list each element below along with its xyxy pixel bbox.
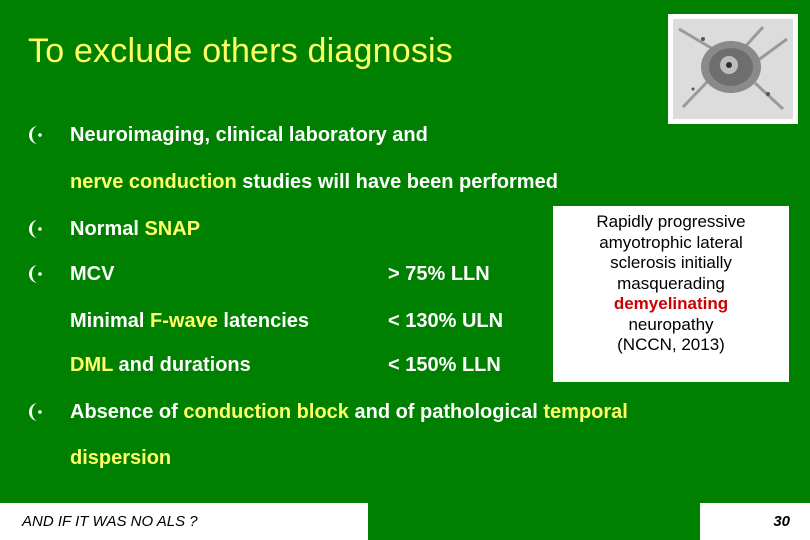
callout-citation: (NCCN, 2013) [617,335,725,354]
highlight-dispersion: dispersion [70,447,172,469]
highlight-nerve-conduction: nerve conduction [70,171,237,193]
callout-demyelinating: demyelinating [613,294,729,313]
neuron-micrograph-icon [673,19,793,119]
footer-note-box: AND IF IT WAS NO ALS ? [0,503,368,540]
callout-line: neuropathy [628,314,714,334]
mcv-label: MCV [70,263,115,285]
bullet-neuroimaging-line2: nerve conduction studies will have been … [70,171,558,194]
page-number: 30 [773,513,790,530]
slide-title: To exclude others diagnosis [28,32,453,70]
dml-value: < 150% LLN [388,354,501,376]
bullet-normal-snap: Normal SNAP [70,218,200,241]
highlight-conduction-block: conduction block [183,401,349,423]
highlight-snap: SNAP [144,218,201,240]
callout-box: Rapidly progressive amyotrophic lateral … [553,206,789,382]
bullet-neuroimaging-line1: Neuroimaging, clinical laboratory and [70,124,428,146]
mcv-value: > 75% LLN [388,263,490,285]
bullet-absence-line1: Absence of conduction block and of patho… [70,401,628,424]
highlight-f-wave: F-wave [150,310,218,332]
highlight-dml: DML [70,354,113,376]
absence-of-label: Absence of [70,401,184,423]
latencies-label: latencies [217,310,309,332]
bullet-neuroimaging-rest: studies will have been performed [236,171,558,193]
neuron-micrograph [668,14,798,124]
callout-line: amyotrophic lateral [599,232,743,252]
f-wave-label: Minimal F-wave latencies [70,310,309,333]
footer-note: AND IF IT WAS NO ALS ? [22,513,198,530]
callout-line: masquerading [617,273,725,293]
moon-bullet-icon [29,220,42,238]
moon-bullet-icon [29,403,42,421]
f-wave-value: < 130% ULN [388,310,504,332]
moon-bullet-icon [29,265,42,283]
bullet-absence-line2: dispersion [70,447,171,470]
highlight-temporal: temporal [543,401,628,423]
page-number-box: 30 [700,503,810,540]
durations-label: and durations [112,354,251,376]
and-of-pathological-label: and of pathological [348,401,544,423]
callout-line: sclerosis initially [610,253,732,272]
dml-label: DML and durations [70,354,251,377]
moon-bullet-icon [29,126,42,144]
normal-label: Normal [70,218,145,240]
callout-line: Rapidly progressive [596,212,746,231]
minimal-label: Minimal [70,310,151,332]
